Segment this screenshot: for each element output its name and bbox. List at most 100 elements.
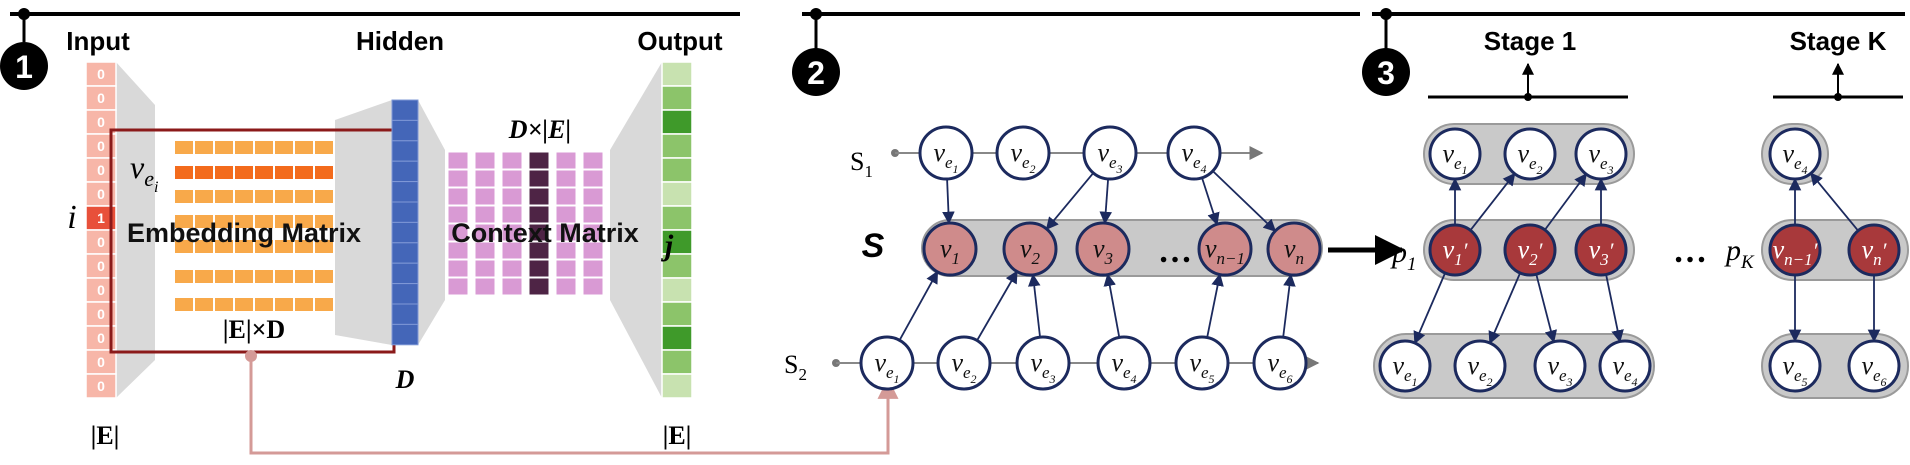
- panel3-header-rule: [1372, 8, 1905, 52]
- embedding-rows: [175, 141, 333, 311]
- embedding-cell: [315, 298, 333, 311]
- edge-arrow: [898, 270, 939, 341]
- context-cell: [474, 169, 496, 188]
- svg-text:0: 0: [97, 378, 105, 394]
- stage1-label: Stage 1: [1484, 26, 1577, 56]
- context-cell: [447, 151, 469, 170]
- embedding-cell: [275, 270, 293, 283]
- node-label: ve1: [933, 138, 958, 176]
- panel3-nodes: ve1ve2ve3v1′v2′v3′ve1ve2ve3ve4ve4vn−1′vn…: [1378, 127, 1901, 393]
- svg-text:p1: p1: [1390, 236, 1417, 275]
- embedding-cell: [195, 141, 213, 154]
- node-label: ve4: [1181, 138, 1206, 176]
- embedding-cell: [315, 166, 333, 179]
- context-cell: [582, 241, 604, 260]
- context-cell: [528, 205, 550, 224]
- node-label: vn−1′: [1773, 235, 1819, 269]
- stagek-top-node: ve4: [1768, 127, 1822, 181]
- context-cell: [582, 187, 604, 206]
- embedding-cell: [175, 190, 193, 203]
- input-cell: 0: [85, 61, 117, 87]
- input-index-i: i: [67, 199, 76, 236]
- merged-ellipsis: …: [1158, 233, 1192, 270]
- stagek-label: Stage K: [1790, 26, 1887, 56]
- edge-arrow: [1099, 178, 1112, 225]
- context-cell: [555, 151, 577, 170]
- edge-arrow: [1206, 273, 1224, 338]
- svg-text:S2: S2: [784, 350, 807, 384]
- output-cell: [661, 229, 693, 255]
- context-cell: [501, 223, 523, 242]
- embedding-cell: [255, 190, 273, 203]
- embedding-cell: [315, 215, 333, 228]
- context-cell: [474, 241, 496, 260]
- context-cell: [582, 169, 604, 188]
- embedding-cell: [295, 240, 313, 253]
- node-label: v1′: [1443, 235, 1469, 269]
- embedding-cell: [235, 240, 253, 253]
- p1-label: p1: [1390, 236, 1417, 275]
- node-label: ve2: [951, 348, 976, 386]
- context-cell: [447, 223, 469, 242]
- embedding-cell: [295, 141, 313, 154]
- embedding-cell: [275, 141, 293, 154]
- context-cell: [474, 205, 496, 224]
- output-cell: [661, 61, 693, 87]
- node-label: v2′: [1518, 235, 1544, 269]
- embedding-cell: [255, 215, 273, 228]
- embedding-cell: [175, 240, 193, 253]
- embedding-cell: [215, 270, 233, 283]
- embedding-vector-label: vei: [130, 149, 158, 196]
- embedding-dim-label: |E|×D: [223, 315, 285, 344]
- embedding-cell: [295, 215, 313, 228]
- node-label: vn: [1284, 234, 1304, 268]
- hidden-layer-label: Hidden: [356, 26, 444, 56]
- output-cell: [661, 325, 693, 351]
- embedding-cell: [315, 270, 333, 283]
- embedding-cell: [215, 190, 233, 203]
- output-cell: [661, 85, 693, 111]
- svg-text:0: 0: [97, 90, 105, 106]
- embedding-cell: [195, 270, 213, 283]
- stagek-bottom-node: ve5: [1768, 339, 1822, 393]
- embedding-cell: [215, 141, 233, 154]
- node-label: ve3: [1030, 348, 1055, 386]
- output-cell: [661, 373, 693, 399]
- output-cell: [661, 157, 693, 183]
- context-funnel-right: [610, 62, 662, 398]
- s2-label: S2: [784, 350, 807, 384]
- svg-text:0: 0: [97, 114, 105, 130]
- hidden-cell: [391, 160, 419, 183]
- stagek-mid-node: vn′: [1847, 223, 1901, 277]
- hidden-cell: [391, 262, 419, 285]
- stage1-mid-node: v2′: [1503, 223, 1557, 277]
- context-funnel-left: [418, 100, 445, 345]
- embedding-to-sequence-link: [245, 350, 899, 455]
- output-size-label: |E|: [663, 421, 692, 450]
- node-label: ve1: [1392, 351, 1417, 389]
- merged-sequence-label: S: [862, 227, 885, 265]
- embedding-cell: [215, 298, 233, 311]
- context-cell: [528, 259, 550, 278]
- node-label: ve2: [1467, 351, 1492, 389]
- context-cell: [501, 241, 523, 260]
- s2-node: ve4: [1096, 335, 1152, 391]
- svg-text:vei: vei: [130, 149, 158, 196]
- input-layer-label: Input: [66, 26, 130, 56]
- context-cell: [528, 187, 550, 206]
- step-badge-2: 2: [792, 48, 840, 96]
- pk-label: pK: [1724, 234, 1755, 273]
- panel2-header-rule: [802, 8, 1360, 52]
- embedding-cell: [235, 298, 253, 311]
- context-cell: [555, 241, 577, 260]
- context-cell: [555, 259, 577, 278]
- stagek-output-bracket: [1773, 62, 1903, 101]
- edge-arrow: [1413, 272, 1446, 345]
- svg-text:0: 0: [97, 282, 105, 298]
- edge-arrow: [1535, 273, 1558, 344]
- node-label: v3: [1093, 234, 1113, 268]
